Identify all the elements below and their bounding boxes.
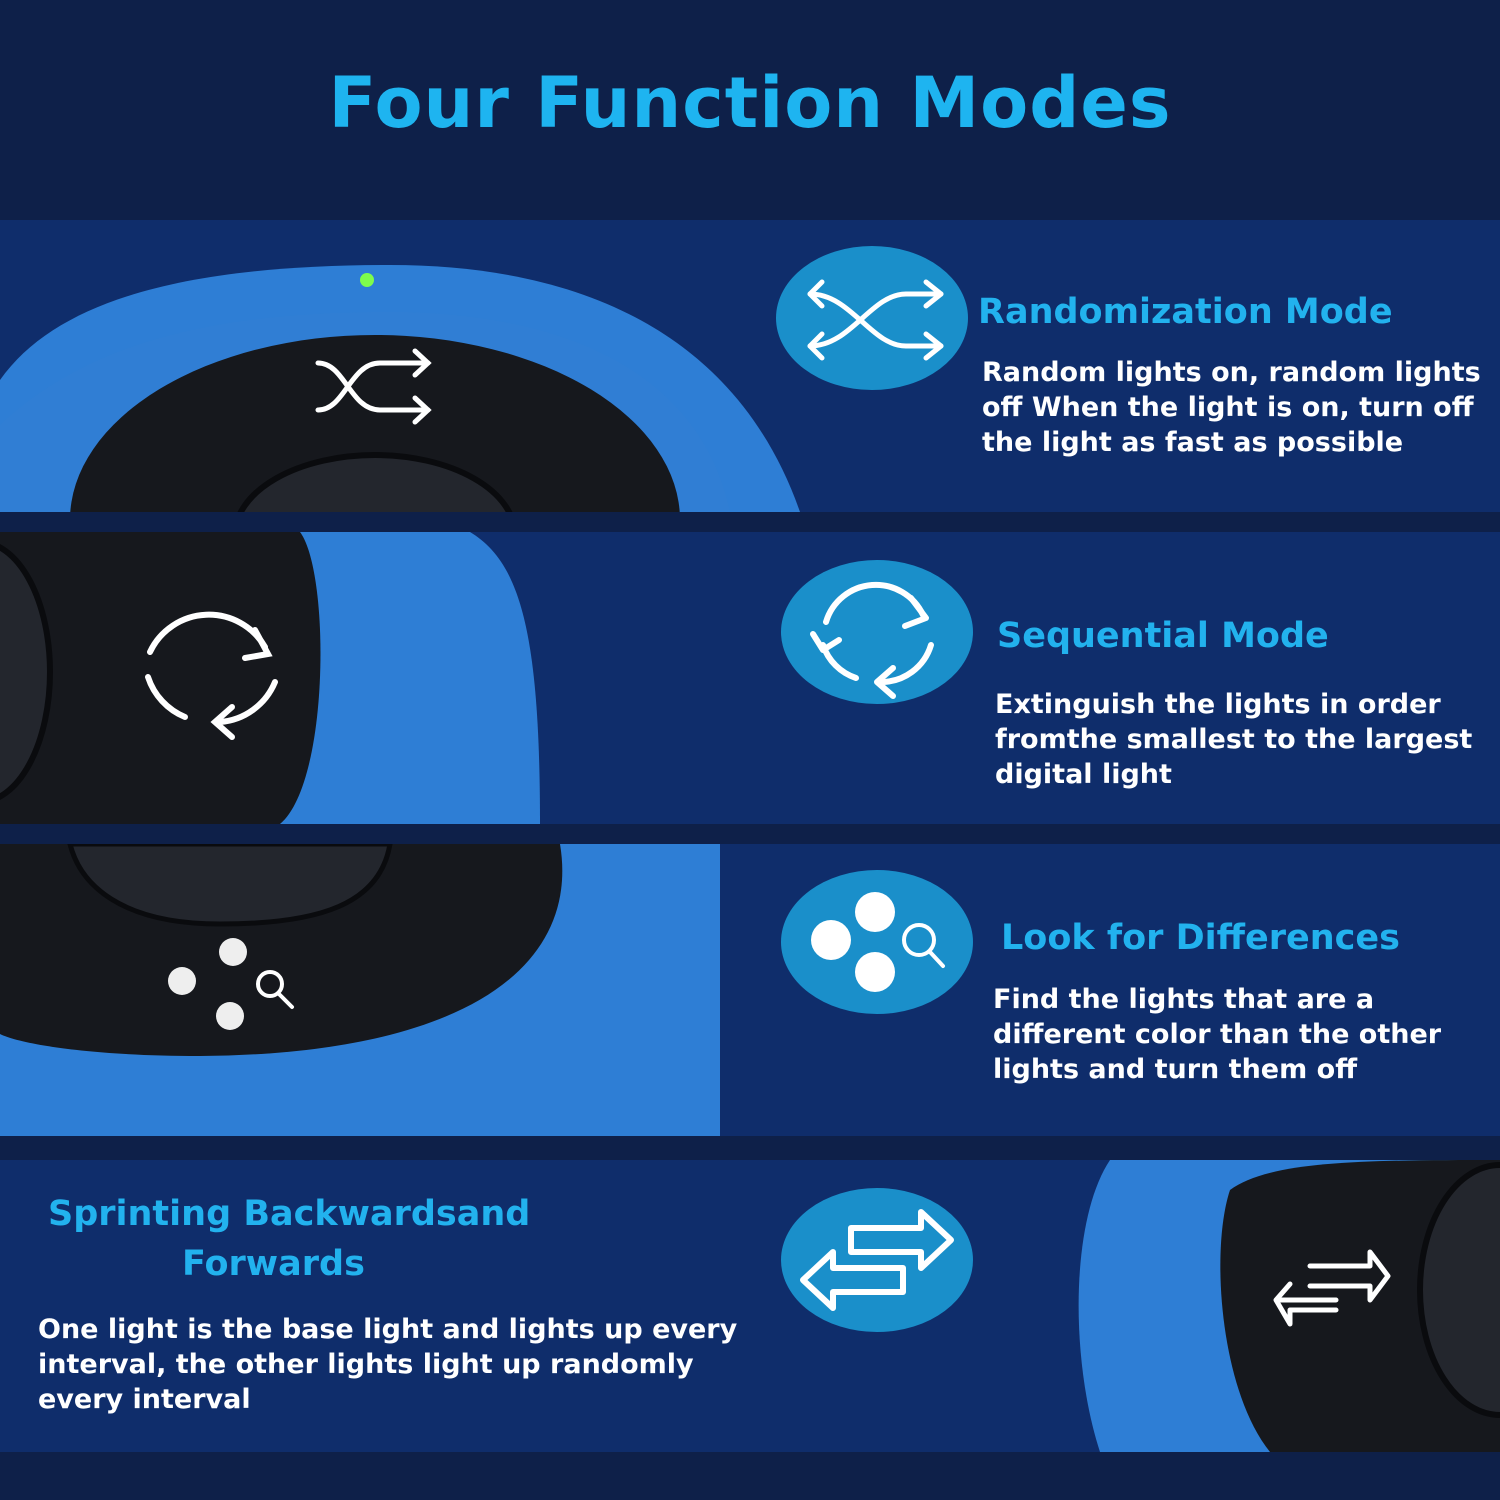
page-title: Four Function Modes [328, 62, 1172, 144]
swap-arrows-icon [1273, 1249, 1391, 1327]
device-photo [0, 532, 540, 824]
mode-description: Extinguish the lights in order fromthe s… [995, 689, 1473, 790]
shuffle-icon [776, 246, 968, 390]
mode-panel-sequential: Sequential Mode Extinguish the lights in… [0, 532, 1500, 824]
mode-title: Sequential Mode [997, 616, 1329, 656]
shuffle-icon [315, 348, 432, 425]
dots-search-icon [781, 870, 973, 1014]
mode-title: Sprinting Backwardsand [48, 1194, 531, 1234]
mode-title: Look for Differences [1001, 918, 1400, 958]
mode-title: Forwards [182, 1244, 365, 1284]
cycle-arrows-icon [145, 611, 278, 740]
device-photo [0, 265, 800, 512]
mode-title: Randomization Mode [978, 292, 1393, 332]
mode-panel-randomization: Randomization Mode Random lights on, ran… [0, 220, 1500, 512]
mode-description: Random lights on, random lights off When… [982, 357, 1481, 458]
cycle-arrows-icon [781, 560, 973, 704]
device-photo [0, 844, 720, 1136]
device-photo [1078, 1160, 1500, 1452]
mode-description: Find the lights that are a different col… [993, 984, 1442, 1085]
mode-panel-differences: Look for Differences Find the lights tha… [0, 844, 1500, 1136]
dots-search-icon [168, 938, 294, 1030]
mode-description: One light is the base light and lights u… [38, 1314, 738, 1415]
swap-arrows-icon [781, 1188, 973, 1332]
mode-panel-sprinting: Sprinting Backwardsand Forwards One ligh… [0, 1160, 1500, 1452]
